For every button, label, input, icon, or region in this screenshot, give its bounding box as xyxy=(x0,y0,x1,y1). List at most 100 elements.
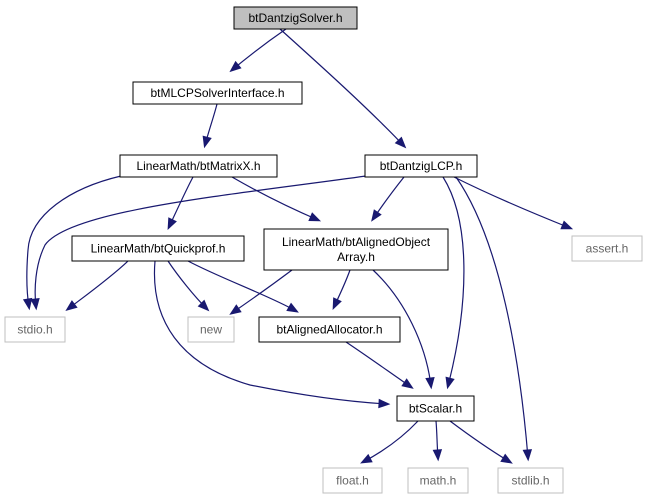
file-nodes: btDantzigSolver.h btMLCPSolverInterface.h… xyxy=(4,6,643,494)
edge-btDantzigLCP-to-btAlignedObjectArray xyxy=(371,176,405,222)
edge-btMatrixX-to-stdio xyxy=(22,175,122,311)
edge-line xyxy=(231,269,293,314)
node-label: btScalar.h xyxy=(409,402,462,416)
node-label: btDantzigSolver.h xyxy=(248,11,342,25)
edge-line xyxy=(26,175,122,308)
edge-btDantzigSolver-to-btMLCPSolverInterface xyxy=(229,28,287,73)
node-label: LinearMath/btQuickprof.h xyxy=(91,242,226,256)
arrowhead-icon xyxy=(197,299,210,312)
arrowhead-icon xyxy=(394,136,407,149)
edge-btScalar-to-math xyxy=(432,420,443,462)
edge-line xyxy=(372,269,432,387)
arrowhead-icon xyxy=(432,449,443,462)
edge-btAlignedAllocator-to-btScalar xyxy=(345,341,414,389)
arrowhead-icon xyxy=(30,298,40,311)
node-box xyxy=(571,235,643,262)
node-btScalar[interactable]: btScalar.h xyxy=(396,395,475,422)
edge-line xyxy=(453,176,571,229)
arrowhead-icon xyxy=(378,398,391,409)
edge-line xyxy=(231,176,319,221)
node-label: btMLCPSolverInterface.h xyxy=(150,86,284,100)
node-label: btAlignedAllocator.h xyxy=(276,323,382,337)
node-box xyxy=(187,316,235,343)
edge-line xyxy=(187,260,297,312)
edge-btScalar-to-stdlib xyxy=(449,420,513,464)
arrowhead-icon xyxy=(167,217,177,231)
edge-line xyxy=(455,176,529,459)
edge-btScalar-to-float xyxy=(360,420,419,464)
node-label: btDantzigLCP.h xyxy=(380,159,463,173)
node-box xyxy=(71,235,245,262)
dependency-edges xyxy=(22,28,574,464)
arrowhead-icon xyxy=(286,302,299,313)
node-label: float.h xyxy=(336,474,369,488)
node-btDantzigSolver[interactable]: btDantzigSolver.h xyxy=(233,6,358,30)
arrowhead-icon xyxy=(360,453,373,464)
edge-line xyxy=(345,341,412,388)
node-box xyxy=(322,467,383,494)
node-box xyxy=(407,467,469,494)
node-btAlignedAllocator[interactable]: btAlignedAllocator.h xyxy=(258,316,401,343)
edge-line xyxy=(167,260,208,310)
node-box xyxy=(396,395,475,422)
node-label: stdlib.h xyxy=(511,474,549,488)
edge-btAlignedObjectArray-to-btAlignedAllocator xyxy=(332,269,351,311)
node-stdlib: stdlib.h xyxy=(497,467,564,494)
edge-btMatrixX-to-btAlignedObjectArray xyxy=(231,176,322,222)
node-float: float.h xyxy=(322,467,383,494)
arrowhead-icon xyxy=(229,60,242,73)
edge-line xyxy=(279,28,405,147)
arrowhead-icon xyxy=(522,449,533,462)
arrowhead-icon xyxy=(560,220,574,230)
arrowhead-icon xyxy=(202,135,212,149)
edge-line xyxy=(153,260,388,405)
edge-line xyxy=(442,176,465,387)
edge-btAlignedObjectArray-to-new xyxy=(229,269,293,315)
edge-btDantzigLCP-to-stdlib xyxy=(455,176,533,462)
node-btDantzigLCP[interactable]: btDantzigLCP.h xyxy=(364,154,478,178)
node-label: stdio.h xyxy=(17,323,52,337)
arrowhead-icon xyxy=(445,376,455,390)
edge-btDantzigLCP-to-btScalar xyxy=(442,176,465,390)
edge-btQuickprof-to-btScalar xyxy=(153,260,391,409)
arrowhead-icon xyxy=(22,297,33,311)
edge-line xyxy=(362,420,419,463)
node-btMatrixX[interactable]: LinearMath/btMatrixX.h xyxy=(119,154,278,178)
edge-btDantzigLCP-to-assert xyxy=(453,176,574,230)
edge-btAlignedObjectArray-to-btScalar xyxy=(372,269,435,390)
edge-btQuickprof-to-stdio xyxy=(65,260,129,312)
node-label: math.h xyxy=(420,474,457,488)
arrowhead-icon xyxy=(401,378,414,389)
node-stdio: stdio.h xyxy=(4,316,66,343)
edge-line xyxy=(449,420,511,463)
node-box xyxy=(497,467,564,494)
node-box xyxy=(4,316,66,343)
edge-line xyxy=(231,28,287,71)
arrowhead-icon xyxy=(229,304,242,315)
arrowhead-icon xyxy=(308,212,322,222)
edge-btDantzigLCP-to-stdio xyxy=(30,175,367,311)
edge-line xyxy=(67,260,129,310)
node-label: LinearMath/btMatrixX.h xyxy=(136,159,260,173)
arrowhead-icon xyxy=(371,209,382,222)
node-assert: assert.h xyxy=(571,235,643,262)
edge-btMatrixX-to-btQuickprof xyxy=(167,176,194,231)
arrowhead-icon xyxy=(332,297,342,311)
node-box xyxy=(263,228,449,271)
node-box xyxy=(233,6,358,30)
edge-line xyxy=(34,175,367,308)
arrowhead-icon xyxy=(65,300,78,312)
node-label: LinearMath/btAlignedObject xyxy=(282,235,431,249)
node-label: assert.h xyxy=(586,242,629,256)
node-btMLCPSolverInterface[interactable]: btMLCPSolverInterface.h xyxy=(132,81,303,105)
node-label: new xyxy=(200,323,222,337)
node-box xyxy=(119,154,278,178)
arrowhead-icon xyxy=(500,453,513,464)
node-btQuickprof[interactable]: LinearMath/btQuickprof.h xyxy=(71,235,245,262)
edge-btQuickprof-to-btAlignedAllocator xyxy=(187,260,299,313)
node-box xyxy=(132,81,303,105)
node-box xyxy=(364,154,478,178)
node-box xyxy=(258,316,401,343)
